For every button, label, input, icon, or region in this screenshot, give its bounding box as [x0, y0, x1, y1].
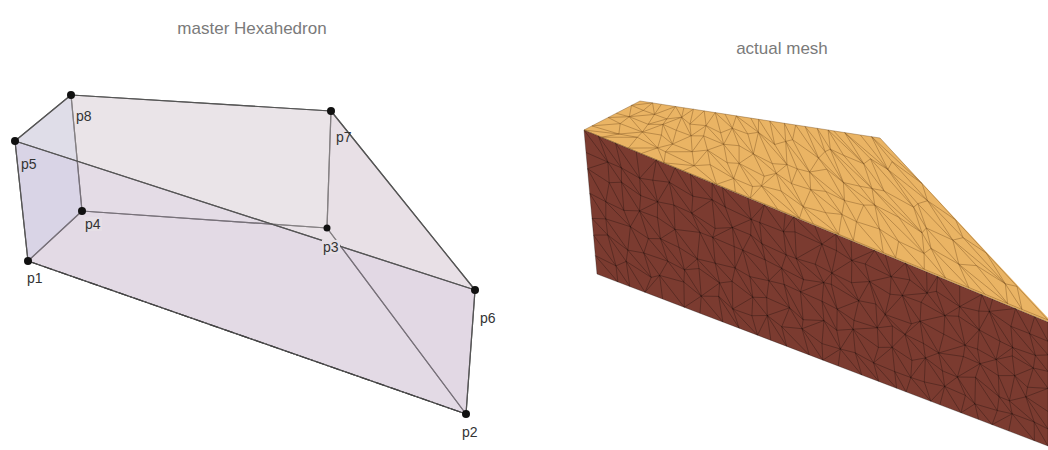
vertex-label: p7: [336, 130, 352, 144]
vertex-label: p5: [21, 157, 37, 171]
vertex-label: p6: [480, 311, 496, 325]
mesh-lines: [584, 101, 1048, 320]
vertex-label: p4: [84, 217, 102, 231]
vertex-label: p1: [27, 271, 43, 285]
vertex-label: p2: [462, 425, 478, 439]
figure-title: master Hexahedron: [177, 20, 326, 37]
mesh-illustration: [584, 101, 1048, 446]
vertex-label: p3: [322, 240, 340, 254]
figure-title: actual mesh: [736, 40, 828, 57]
vertex-label: p8: [76, 109, 92, 123]
